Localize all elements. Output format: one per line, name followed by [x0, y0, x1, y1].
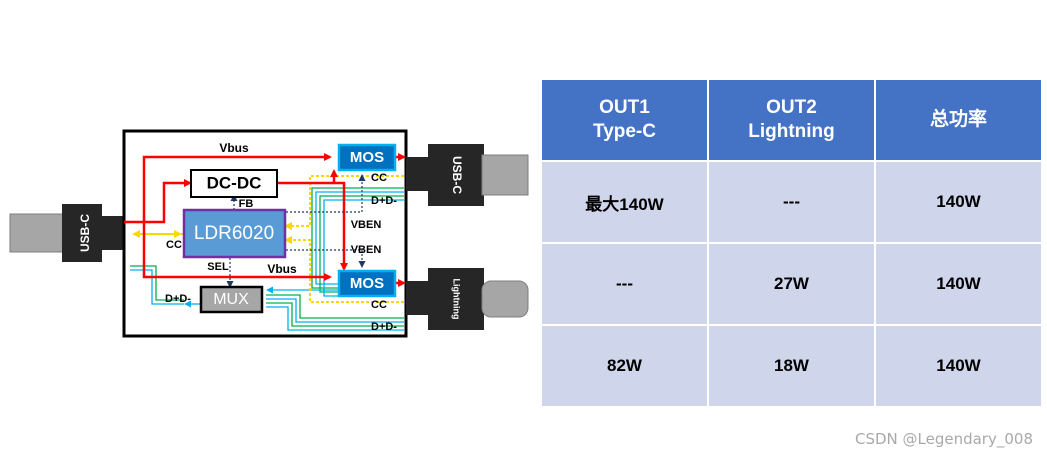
- header-out1-line1: OUT1: [599, 97, 650, 119]
- header-out1: OUT1 Type-C: [540, 78, 709, 162]
- table-cell: 27W: [707, 242, 876, 326]
- table-cell: 140W: [874, 160, 1043, 244]
- mux-label: MUX: [213, 291, 249, 308]
- cc-bottom-label: CC: [371, 299, 387, 311]
- table-cell: ---: [707, 160, 876, 244]
- sel-label: SEL: [207, 261, 229, 273]
- mux-block: [199, 285, 264, 314]
- fb-label: FB: [239, 198, 254, 210]
- ldr6020-label: LDR6020: [194, 223, 274, 244]
- vbus-bottom-label: Vbus: [267, 262, 297, 276]
- power-distribution-table: OUT1 Type-C OUT2 Lightning 总功率 最大140W --…: [540, 78, 1043, 408]
- mos-bottom-label: MOS: [350, 275, 384, 292]
- dpdm-signal-lines: [130, 187, 404, 331]
- dpdm-mux-label: D+D-: [165, 293, 191, 305]
- usbc-output-plug: USB-C: [406, 144, 529, 206]
- usbc-output-label: USB-C: [450, 156, 464, 194]
- mos-top-label: MOS: [350, 149, 384, 166]
- header-total-power-line1: 总功率: [929, 109, 987, 131]
- table-row: 82W 18W 140W: [540, 324, 1043, 408]
- table-cell: 82W: [540, 324, 709, 408]
- vben-bottom-label: VBEN: [351, 244, 382, 256]
- table-header-row: OUT1 Type-C OUT2 Lightning 总功率: [540, 78, 1043, 162]
- table-row: --- 27W 140W: [540, 242, 1043, 326]
- table-cell: 最大140W: [540, 160, 709, 244]
- header-out2-line1: OUT2: [766, 97, 817, 119]
- header-out2: OUT2 Lightning: [707, 78, 876, 162]
- table-cell: 140W: [874, 324, 1043, 408]
- dpdm-top-label: D+D-: [371, 195, 397, 207]
- header-out2-line2: Lightning: [748, 121, 835, 142]
- vbus-top-label: Vbus: [219, 141, 249, 155]
- cc-left-label: CC: [166, 239, 182, 251]
- ldr6020-chip: [182, 208, 287, 259]
- lightning-output-label: Lightning: [452, 279, 462, 320]
- header-total-power: 总功率: [874, 78, 1043, 162]
- dcdc-block: [190, 169, 278, 198]
- usbc-input-plug: USB-C: [9, 204, 124, 262]
- control-lines: [226, 174, 366, 288]
- table-cell: 18W: [707, 324, 876, 408]
- table-row: 最大140W --- 140W: [540, 160, 1043, 244]
- lightning-output-plug: Lightning: [406, 268, 529, 330]
- usbc-input-label: USB-C: [78, 214, 92, 252]
- header-out1-line2: Type-C: [593, 121, 656, 142]
- cc-top-label: CC: [371, 172, 387, 184]
- table-cell: ---: [540, 242, 709, 326]
- table-cell: 140W: [874, 242, 1043, 326]
- mos-bottom-switch: [337, 269, 397, 298]
- mos-top-switch: [337, 143, 397, 172]
- dcdc-label: DC-DC: [207, 173, 262, 192]
- cc-signal-lines: [132, 175, 404, 303]
- block-diagram: USB-C USB-C Lightning: [9, 129, 529, 338]
- watermark: CSDN @Legendary_008: [854, 430, 1033, 448]
- dpdm-bottom-label: D+D-: [371, 321, 397, 333]
- vbus-power-lines: [124, 153, 406, 287]
- vben-top-label: VBEN: [351, 219, 382, 231]
